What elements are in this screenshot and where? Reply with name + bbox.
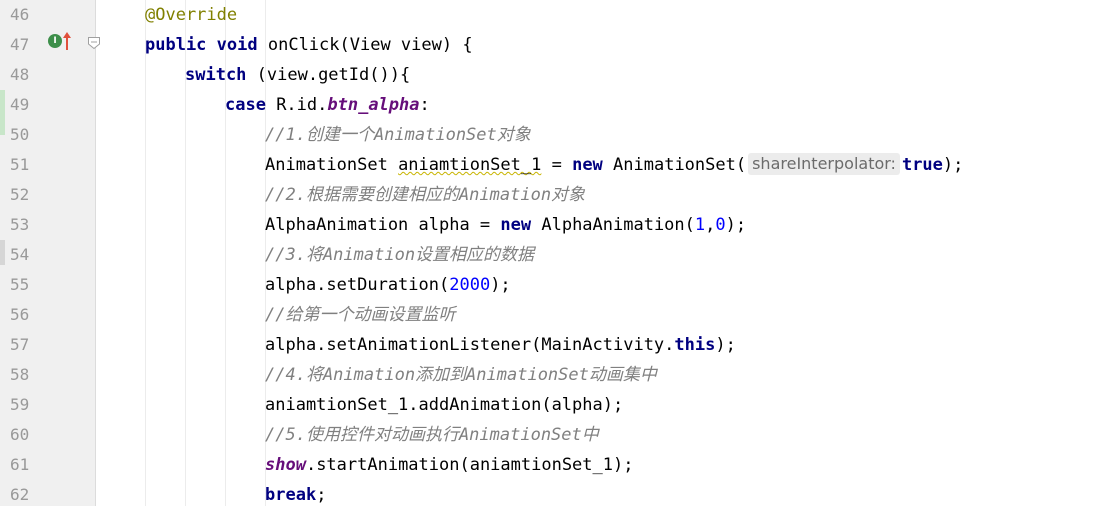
code-text: AnimationSet (265, 155, 399, 175)
keyword: void (216, 35, 258, 55)
indent-guide (185, 0, 186, 506)
fold-marker-icon[interactable] (87, 36, 101, 50)
number-literal: 1 (694, 215, 706, 235)
code-line-59: aniamtionSet_1.addAnimation(alpha); (265, 395, 624, 415)
code-line-55: alpha.setDuration(2000); (265, 270, 511, 300)
keyword: public (145, 35, 207, 55)
keyword: this (674, 335, 716, 355)
code-text: alpha.setAnimationListener(MainActivity. (265, 335, 675, 355)
change-marker-modified (0, 240, 5, 265)
code-text: (view.getId()){ (246, 65, 411, 85)
keyword: true (901, 155, 943, 175)
code-line-61: show.startAnimation(aniamtionSet_1); (265, 450, 633, 480)
code-text: ); (725, 215, 747, 235)
line-number: 50 (10, 125, 30, 144)
line-number: 53 (10, 215, 30, 234)
keyword: new (500, 215, 532, 235)
code-text: ); (942, 155, 964, 175)
code-comment: //4.将Animation添加到AnimationSet动画集中 (265, 365, 657, 385)
line-number: 57 (10, 335, 30, 354)
indent-guide (225, 0, 226, 506)
code-line-49: case R.id.btn_alpha: (225, 90, 430, 120)
line-gutter: 46 47 48 49 50 51 52 53 54 55 56 57 58 5… (0, 0, 96, 506)
line-number: 48 (10, 65, 30, 84)
line-number: 59 (10, 395, 30, 414)
code-text: ; (316, 485, 327, 505)
change-marker (0, 90, 5, 135)
line-number: 60 (10, 425, 30, 444)
code-text: : (419, 95, 430, 115)
code-line-57: alpha.setAnimationListener(MainActivity.… (265, 330, 736, 360)
code-comment: //给第一个动画设置监听 (265, 305, 456, 325)
implements-override-icon[interactable]: I (48, 34, 62, 48)
line-number: 49 (10, 95, 30, 114)
line-number: 52 (10, 185, 30, 204)
indent-guide (145, 0, 146, 506)
keyword: case (225, 95, 266, 115)
code-text: AlphaAnimation alpha = (265, 215, 501, 235)
line-number: 61 (10, 455, 30, 474)
code-text: ); (715, 335, 736, 355)
number-literal: 0 (715, 215, 726, 235)
code-text: ); (490, 275, 511, 295)
line-number: 58 (10, 365, 30, 384)
code-line-51: AnimationSet aniamtionSet_1 = new Animat… (265, 150, 963, 180)
code-line-53: AlphaAnimation alpha = new AlphaAnimatio… (265, 210, 746, 240)
line-number: 51 (10, 155, 30, 174)
line-number: 54 (10, 245, 30, 264)
code-line-46: @Override (145, 0, 237, 30)
line-number: 47 (10, 35, 30, 54)
annotation: @Override (145, 5, 238, 25)
code-line-47: public void onClick(View view) { (145, 30, 473, 60)
code-comment: //2.根据需要创建相应的Animation对象 (265, 185, 586, 205)
code-text: .startAnimation(aniamtionSet_1); (305, 455, 634, 475)
code-text: = (541, 155, 573, 175)
line-number: 46 (10, 5, 30, 24)
code-text: onClick(View view) { (257, 35, 473, 55)
keyword: break (265, 485, 317, 505)
code-text: AnimationSet( (602, 155, 747, 175)
code-comment: //5.使用控件对动画执行AnimationSet中 (265, 425, 599, 445)
code-text: R.id. (265, 95, 328, 115)
field-reference: show (265, 455, 306, 475)
code-text: AlphaAnimation( (531, 215, 695, 235)
variable-name: aniamtionSet_1 (398, 155, 542, 175)
line-number: 55 (10, 275, 30, 294)
number-literal: 2000 (449, 275, 491, 295)
code-comment: //3.将Animation设置相应的数据 (265, 245, 535, 265)
keyword: switch (185, 65, 247, 85)
line-number: 62 (10, 485, 30, 504)
field-reference: btn_alpha (327, 95, 420, 115)
keyword: new (572, 155, 603, 175)
code-comment: //1.创建一个AnimationSet对象 (265, 125, 531, 145)
line-number: 56 (10, 305, 30, 324)
code-text: , (705, 215, 716, 235)
indent-guide (265, 0, 266, 506)
code-text: alpha.setDuration( (265, 275, 450, 295)
code-line-48: switch (view.getId()){ (185, 60, 410, 90)
up-arrow-icon[interactable] (62, 31, 72, 51)
code-line-62: break; (265, 480, 326, 506)
parameter-hint: shareInterpolator: (748, 153, 900, 175)
